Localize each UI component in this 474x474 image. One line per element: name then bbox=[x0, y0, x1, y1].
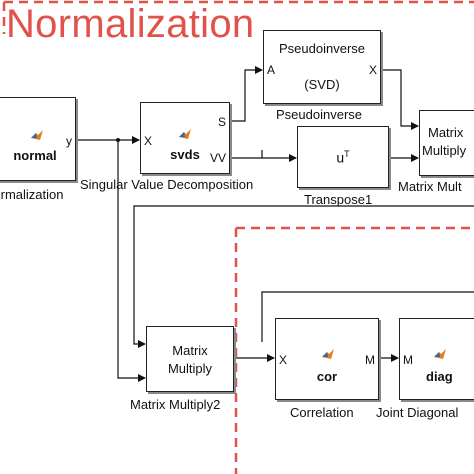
matlab-logo-icon bbox=[179, 129, 191, 139]
matrix-multiply-line1: Matrix bbox=[428, 125, 464, 140]
transpose-caption: Transpose1 bbox=[304, 192, 373, 207]
normal-caption: Normalization bbox=[0, 187, 64, 202]
correlation-port-x: X bbox=[279, 353, 288, 367]
correlation-caption: Correlation bbox=[290, 405, 354, 420]
joint-diagonal-block[interactable]: diag M bbox=[399, 318, 474, 400]
pseudoinverse-block-label: Pseudoinverse bbox=[279, 41, 365, 56]
joint-diagonal-port-m: M bbox=[403, 353, 413, 367]
svds-port-s: S bbox=[217, 115, 226, 129]
matlab-logo-icon bbox=[322, 349, 334, 359]
matrix-multiply-caption: Matrix Mult bbox=[398, 179, 462, 194]
pseudoinverse-port-a: A bbox=[267, 63, 276, 77]
matlab-logo-icon bbox=[31, 130, 43, 140]
wire-pinv-to-mm bbox=[382, 69, 419, 130]
matlab-logo-icon bbox=[434, 349, 446, 359]
svds-port-vv: VV bbox=[209, 151, 226, 165]
correlation-block[interactable]: cor X M bbox=[275, 318, 379, 400]
transpose-superscript: T bbox=[344, 149, 350, 159]
normal-port-y: y bbox=[66, 134, 72, 148]
correlation-region-border bbox=[234, 226, 474, 474]
svds-port-x: X bbox=[144, 134, 153, 148]
svds-block[interactable]: svds X S VV bbox=[140, 102, 230, 174]
joint-diagonal-caption: Joint Diagonal bbox=[376, 405, 459, 420]
signal-lines bbox=[77, 66, 474, 382]
pseudoinverse-block[interactable]: Pseudoinverse (SVD) A X bbox=[263, 30, 381, 104]
matrix-multiply2-line1: Matrix bbox=[172, 343, 208, 358]
diagram-title: Normalization bbox=[6, 2, 255, 46]
transpose-block-label: uT bbox=[298, 149, 388, 166]
normalization-region-border bbox=[2, 0, 474, 34]
wire-upper-right bbox=[261, 291, 474, 342]
correlation-port-m: M bbox=[365, 353, 375, 367]
normal-block[interactable]: normal y bbox=[0, 97, 76, 181]
pseudoinverse-caption: Pseudoinverse bbox=[276, 107, 362, 122]
pseudoinverse-block-sublabel: (SVD) bbox=[304, 77, 340, 92]
transpose-symbol: u bbox=[336, 149, 345, 166]
matrix-multiply2-line2: Multiply bbox=[167, 361, 213, 376]
matrix-multiply2-caption: Matrix Multiply2 bbox=[130, 397, 221, 412]
matrix-multiply-line2: Multiply bbox=[422, 143, 467, 158]
pseudoinverse-port-x: X bbox=[368, 63, 377, 77]
svds-block-label: svds bbox=[170, 147, 200, 162]
wire-svds-s-to-pinv bbox=[230, 66, 263, 122]
joint-diagonal-block-label: diag bbox=[426, 369, 453, 384]
wire-branch-to-mm2-lower bbox=[117, 140, 146, 382]
correlation-block-label: cor bbox=[316, 369, 338, 384]
wire-feedback-to-mm2 bbox=[133, 205, 474, 348]
svds-caption: Singular Value Decomposition bbox=[80, 177, 254, 192]
transpose-block[interactable]: uT bbox=[297, 126, 389, 188]
matrix-multiply-block[interactable]: Matrix Multiply bbox=[419, 110, 474, 176]
matrix-multiply2-block[interactable]: Matrix Multiply bbox=[146, 326, 234, 392]
normal-block-label: normal bbox=[13, 148, 57, 163]
